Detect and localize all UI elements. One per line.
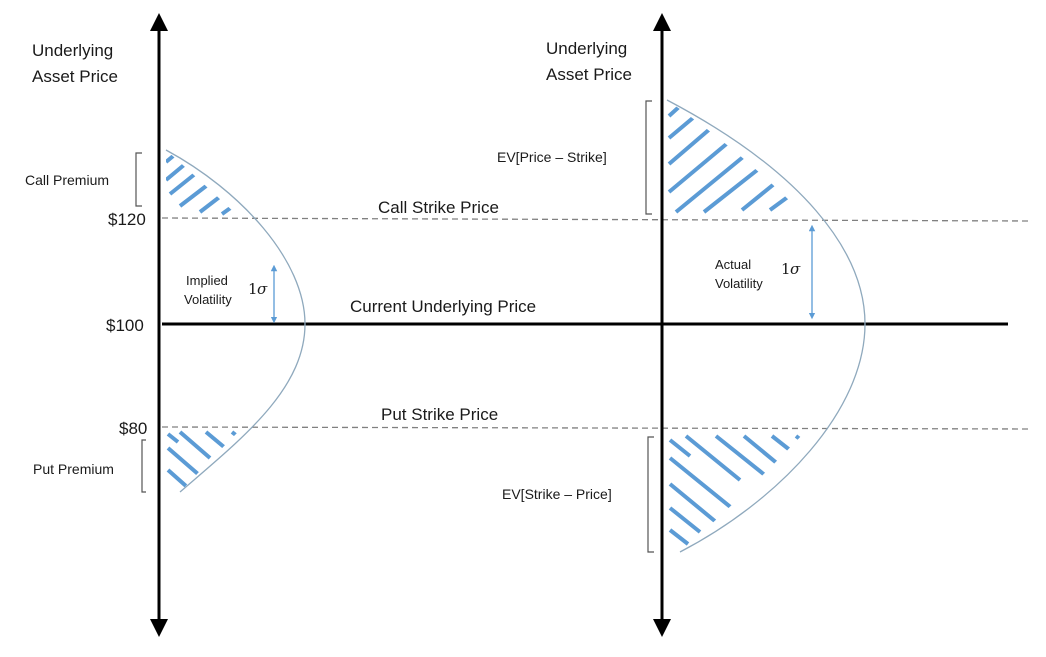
actual-volatility-label-line2: Volatility <box>715 276 763 291</box>
call-premium-bracket <box>135 152 142 207</box>
tick-label-80: $80 <box>119 419 147 438</box>
call-premium-hatch <box>166 150 238 216</box>
actual-sigma-symbol: σ <box>790 260 801 278</box>
current-price-label: Current Underlying Price <box>350 297 536 316</box>
implied-volatility-label-line1: Implied <box>186 273 228 288</box>
left-axis-title-line2: Asset Price <box>32 67 118 86</box>
put-premium-hatch <box>166 430 240 488</box>
call-premium-label: Call Premium <box>25 172 109 188</box>
implied-volatility-curve <box>165 149 306 493</box>
implied-sigma-number: 1 <box>248 280 258 298</box>
ev-call-label: EV[Price – Strike] <box>497 149 607 165</box>
put-strike-label: Put Strike Price <box>381 405 498 424</box>
call-strike-dashed-line <box>161 217 1033 222</box>
put-premium-label: Put Premium <box>33 461 114 477</box>
put-premium-bracket <box>141 439 146 493</box>
ev-call-hatch <box>667 104 802 214</box>
actual-volatility-curve <box>666 99 866 553</box>
ev-put-label: EV[Strike – Price] <box>502 486 612 502</box>
call-strike-label: Call Strike Price <box>378 198 499 217</box>
put-strike-dashed-line <box>161 426 1033 430</box>
tick-label-100: $100 <box>106 316 144 335</box>
ev-put-hatch <box>668 434 805 546</box>
tick-label-120: $120 <box>108 210 146 229</box>
right-axis-title-line2: Asset Price <box>546 65 632 84</box>
left-axis-title-line1: Underlying <box>32 41 113 60</box>
ev-put-bracket <box>647 436 654 553</box>
right-axis-title-line1: Underlying <box>546 39 627 58</box>
actual-sigma-number: 1 <box>781 260 791 278</box>
ev-call-bracket <box>645 100 652 215</box>
actual-volatility-label-line1: Actual <box>715 257 751 272</box>
implied-volatility-label-line2: Volatility <box>184 292 232 307</box>
implied-sigma-symbol: σ <box>257 280 268 298</box>
